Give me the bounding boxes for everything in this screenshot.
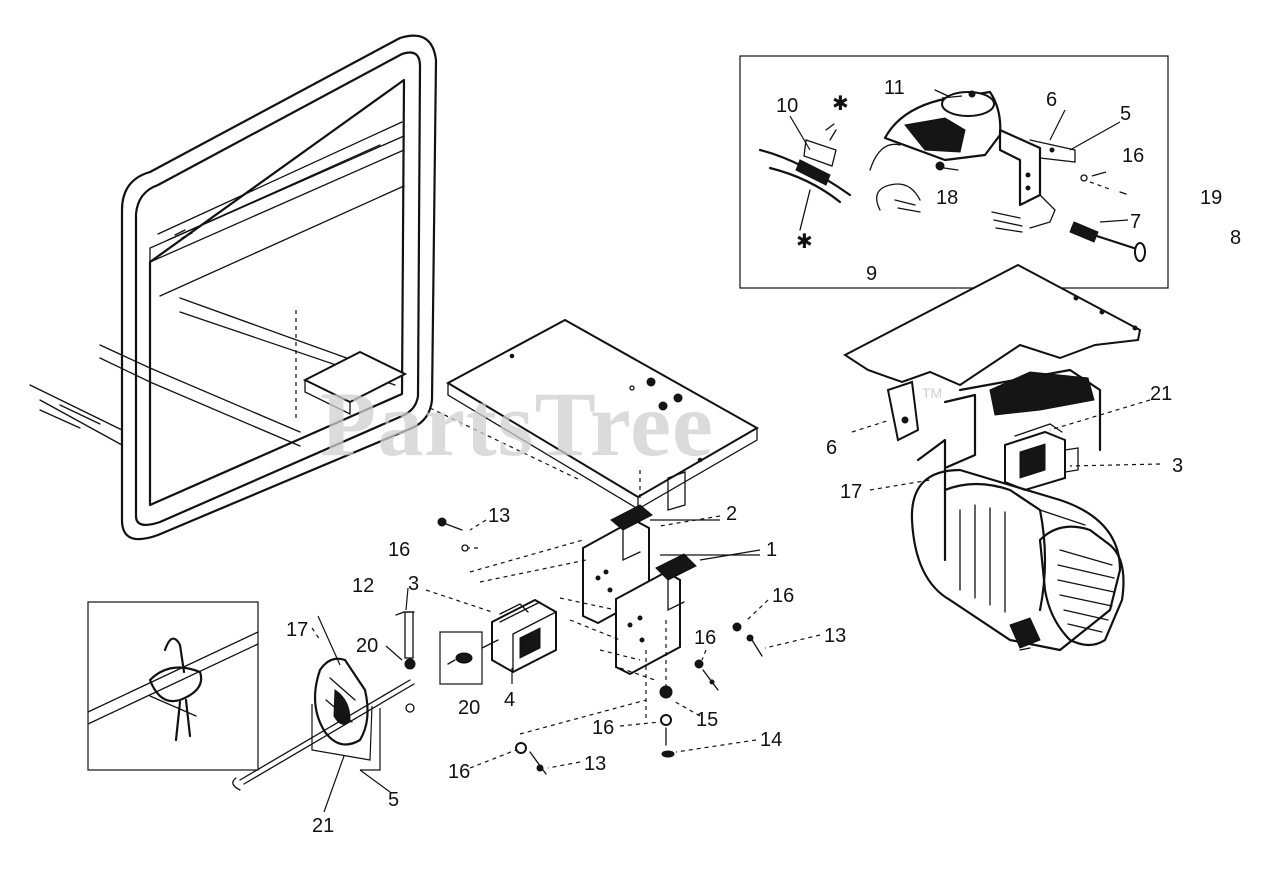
svg-text:✱: ✱	[832, 93, 849, 115]
watermark: PartsTree	[320, 373, 714, 475]
watermark-tm: TM	[922, 385, 942, 401]
callout-21-right: 21	[1150, 383, 1172, 405]
callout-5-left: 5	[388, 789, 399, 811]
callout-6-right: 6	[826, 437, 837, 459]
callout-20-bottom: 20	[458, 697, 480, 719]
callout-3-left: 3	[408, 573, 419, 595]
callout-16-top: 16	[1122, 145, 1144, 167]
svg-text:✱: ✱	[796, 231, 813, 253]
generator-end	[843, 263, 1142, 652]
generator-frame	[29, 34, 438, 541]
callout-21-left: 21	[312, 815, 334, 837]
callout-14: 14	[760, 729, 782, 751]
callout-17-left: 17	[286, 619, 308, 641]
callout-8: 8	[1230, 227, 1241, 249]
callout-16-bottom: 16	[592, 717, 614, 739]
leader-lines	[311, 95, 1161, 813]
callout-16-mid: 16	[694, 627, 716, 649]
callout-2: 2	[726, 503, 737, 525]
receptacle-3	[491, 598, 557, 674]
callout-16-left: 16	[388, 539, 410, 561]
receptacle-detail-20	[439, 631, 499, 685]
callout-13-top: 13	[488, 505, 510, 527]
callout-11: 11	[884, 77, 905, 99]
callout-7: 7	[1130, 211, 1141, 233]
callout-16-mid-right: 16	[772, 585, 794, 607]
callout-4: 4	[504, 689, 515, 711]
callout-16-lower-left: 16	[448, 761, 470, 783]
switch-assembly	[232, 611, 416, 791]
fasteners	[395, 517, 763, 775]
callout-10: 10	[776, 95, 798, 117]
control-panel-plate	[429, 318, 760, 511]
callout-5-top: 5	[1120, 103, 1131, 125]
callout-labels: 11 10 6 5 16 18 19 7 8 9 21 6 3 17 13 2 …	[286, 77, 1241, 837]
callout-9: 9	[866, 263, 877, 285]
callout-1: 1	[766, 539, 777, 561]
callout-12: 12	[352, 575, 374, 597]
mounting-bracket-1	[615, 553, 697, 676]
callout-19: 19	[1200, 187, 1222, 209]
callout-13-bottom: 13	[584, 753, 606, 775]
detail-inset-controls: ✱ ✱	[739, 55, 1169, 289]
detail-inset-clamp	[87, 601, 259, 771]
callout-18: 18	[936, 187, 958, 209]
callout-13-right: 13	[824, 625, 846, 647]
callout-20-top: 20	[356, 635, 378, 657]
callout-17-right: 17	[840, 481, 862, 503]
callout-15: 15	[696, 709, 718, 731]
callout-3-right: 3	[1172, 455, 1183, 477]
callout-6-top: 6	[1046, 89, 1057, 111]
